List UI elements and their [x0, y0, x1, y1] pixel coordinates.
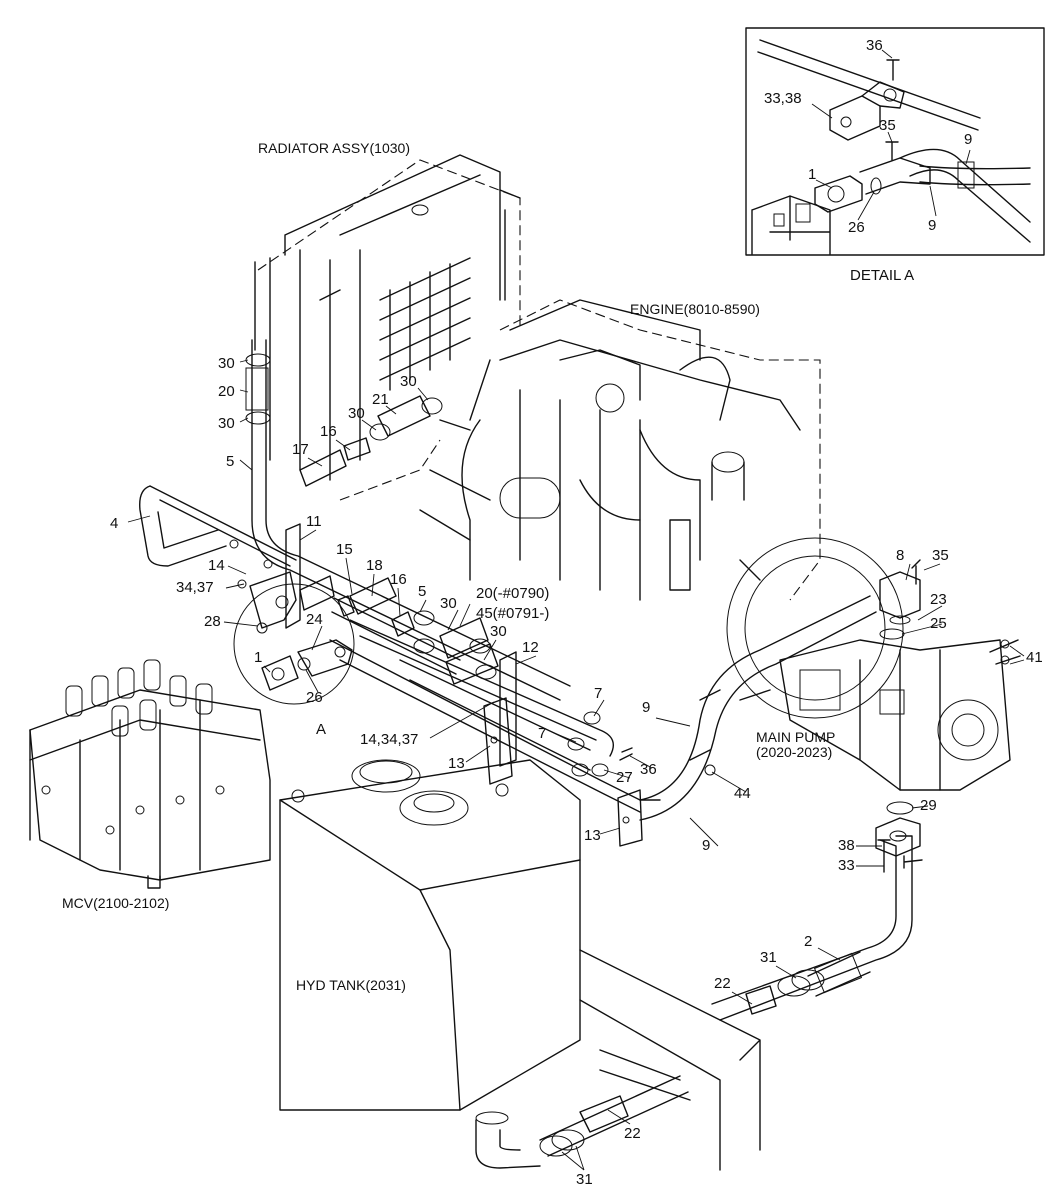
- callout-22-right: 22: [714, 975, 731, 992]
- callout-33: 33: [838, 857, 855, 874]
- detail-a-marker-circle: [233, 583, 355, 705]
- callout-20: 20: [218, 383, 235, 400]
- mcv-label: MCV(2100-2102): [62, 895, 169, 911]
- callout-14: 14: [208, 557, 225, 574]
- callout-15: 15: [336, 541, 353, 558]
- detail-a-marker-letter: A: [316, 721, 326, 738]
- callout-34-37: 34,37: [176, 579, 214, 596]
- callout-30-top: 30: [218, 355, 235, 372]
- main-pump-label-line2: (2020-2023): [756, 744, 832, 760]
- callout-26: 26: [306, 689, 323, 706]
- callout-1: 1: [254, 649, 262, 666]
- callout-30-lower: 30: [218, 415, 235, 432]
- engine-assembly-label: ENGINE(8010-8590): [630, 301, 760, 317]
- callout-16-mid: 16: [390, 571, 407, 588]
- callout-30-hose: 30: [400, 373, 417, 390]
- detail-callout-36: 36: [866, 37, 883, 54]
- callout-5-mid: 5: [418, 583, 426, 600]
- callout-35: 35: [932, 547, 949, 564]
- mcv-control-valve: [29, 659, 271, 889]
- callout-29: 29: [920, 797, 937, 814]
- engine-assembly: [419, 299, 821, 601]
- callout-28: 28: [204, 613, 221, 630]
- callout-30-clamp: 30: [348, 405, 365, 422]
- callout-11: 11: [306, 513, 322, 530]
- callout-4: 4: [110, 515, 118, 532]
- callout-13-left: 13: [448, 755, 465, 772]
- callout-16-top: 16: [320, 423, 337, 440]
- detail-a-panel: 36 33,38 35 9 1 26 9: [745, 27, 1045, 256]
- callout-17: 17: [292, 441, 309, 458]
- callout-leader-lines: [127, 359, 1025, 1171]
- callout-30-mid-a: 30: [440, 595, 457, 612]
- callout-30-mid-b: 30: [490, 623, 507, 640]
- callout-44: 44: [734, 785, 751, 802]
- hydraulic-tank: [279, 759, 581, 1169]
- chassis-frame: [579, 949, 761, 1171]
- callout-20-serial-note: 20(-#0790): [476, 585, 549, 602]
- callout-38: 38: [838, 837, 855, 854]
- callout-36: 36: [640, 761, 657, 778]
- callout-31-lower: 31: [576, 1171, 593, 1188]
- callout-7-upper: 7: [594, 685, 602, 702]
- callout-5-top: 5: [226, 453, 234, 470]
- callout-2: 2: [804, 933, 812, 950]
- callout-12: 12: [522, 639, 539, 656]
- detail-callout-33-38: 33,38: [764, 90, 802, 107]
- main-pump: [779, 565, 1021, 815]
- callout-31-right: 31: [760, 949, 777, 966]
- callout-23: 23: [930, 591, 947, 608]
- callout-9-lower: 9: [702, 837, 710, 854]
- clamps-and-fittings: [229, 353, 923, 1157]
- callout-45-serial-note: 45(#0791-): [476, 605, 549, 622]
- chassis-frame-lower: [599, 1049, 691, 1101]
- callout-22-lower: 22: [624, 1125, 641, 1142]
- detail-callout-26: 26: [848, 219, 865, 236]
- hyd-tank-label: HYD TANK(2031): [296, 977, 406, 993]
- main-pump-label-line1: MAIN PUMP: [756, 729, 835, 745]
- callout-24: 24: [306, 611, 323, 628]
- callout-labels: 30 20 30 5 30 21 30 16 17 4 11 14 34,37 …: [110, 355, 1043, 1188]
- callout-18: 18: [366, 557, 383, 574]
- callout-27: 27: [616, 769, 633, 786]
- callout-25: 25: [930, 615, 947, 632]
- flywheel-housing: [726, 537, 904, 719]
- callout-9-upper: 9: [642, 699, 650, 716]
- detail-callout-9-bottom: 9: [928, 217, 936, 234]
- detail-callout-35: 35: [879, 117, 896, 134]
- radiator-assembly: [254, 154, 521, 501]
- callout-41: 41: [1026, 649, 1043, 666]
- callout-13-right: 13: [584, 827, 601, 844]
- piping-network: [139, 339, 921, 1157]
- callout-21: 21: [372, 391, 389, 408]
- callout-8: 8: [896, 547, 904, 564]
- detail-callout-9-top: 9: [964, 131, 972, 148]
- radiator-assembly-label: RADIATOR ASSY(1030): [258, 140, 410, 156]
- callout-7-lower: 7: [538, 725, 546, 742]
- detail-callout-1: 1: [808, 166, 816, 183]
- detail-a-frame: [745, 27, 1045, 256]
- callout-14-34-37: 14,34,37: [360, 731, 418, 748]
- detail-a-title: DETAIL A: [850, 267, 914, 284]
